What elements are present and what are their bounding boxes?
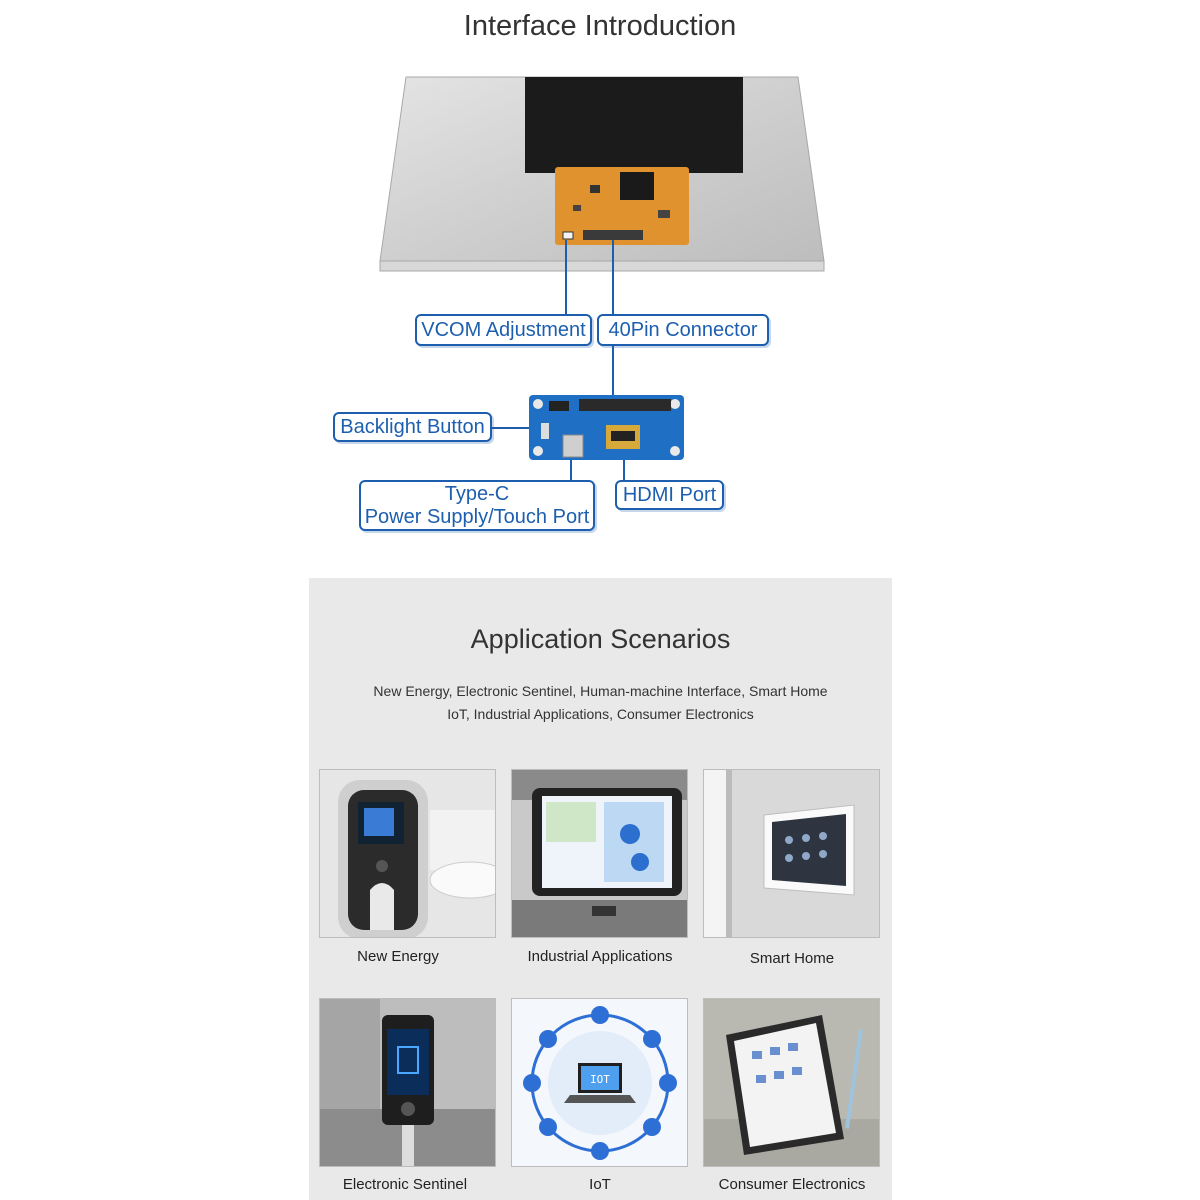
section-title-applications: Application Scenarios [470, 624, 731, 654]
caption-smart-home: Smart Home [749, 950, 835, 967]
applications-subtitle-line2: IoT, Industrial Applications, Consumer E… [447, 706, 754, 722]
caption-new-energy: New Energy [357, 948, 439, 965]
tile-consumer-electronics [703, 998, 880, 1167]
caption-consumer-electronics: Consumer Electronics [718, 1176, 866, 1193]
adapter-board-image [529, 395, 684, 460]
ev-charger-image [320, 770, 495, 937]
face-terminal-image [320, 999, 495, 1166]
tile-iot: IOT [511, 998, 688, 1167]
callout-typec-line1: Type-C [444, 482, 510, 505]
tile-new-energy [319, 769, 496, 938]
callout-typec-port: Type-C Power Supply/Touch Port [359, 480, 595, 531]
callout-backlight-button: Backlight Button [333, 412, 492, 442]
callout-40pin-connector: 40Pin Connector [597, 314, 769, 346]
caption-industrial-applications: Industrial Applications [527, 948, 673, 965]
callout-vcom-adjustment: VCOM Adjustment [415, 314, 592, 346]
callout-hdmi-port: HDMI Port [615, 480, 724, 510]
caption-iot: IoT [589, 1176, 611, 1193]
iot-network-image: IOT [512, 999, 687, 1166]
wall-panel-image [704, 770, 879, 937]
caption-electronic-sentinel: Electronic Sentinel [342, 1176, 468, 1193]
tablet-image [704, 999, 879, 1166]
tile-electronic-sentinel [319, 998, 496, 1167]
tile-industrial-applications [511, 769, 688, 938]
iot-screen-text: IOT [590, 1073, 610, 1086]
callout-typec-line2: Power Supply/Touch Port [364, 505, 590, 528]
lcd-panel-image [379, 76, 825, 272]
industrial-monitor-image [512, 770, 687, 937]
tile-smart-home [703, 769, 880, 938]
applications-subtitle-line1: New Energy, Electronic Sentinel, Human-m… [373, 683, 828, 699]
section-title-interface: Interface Introduction [463, 10, 737, 42]
